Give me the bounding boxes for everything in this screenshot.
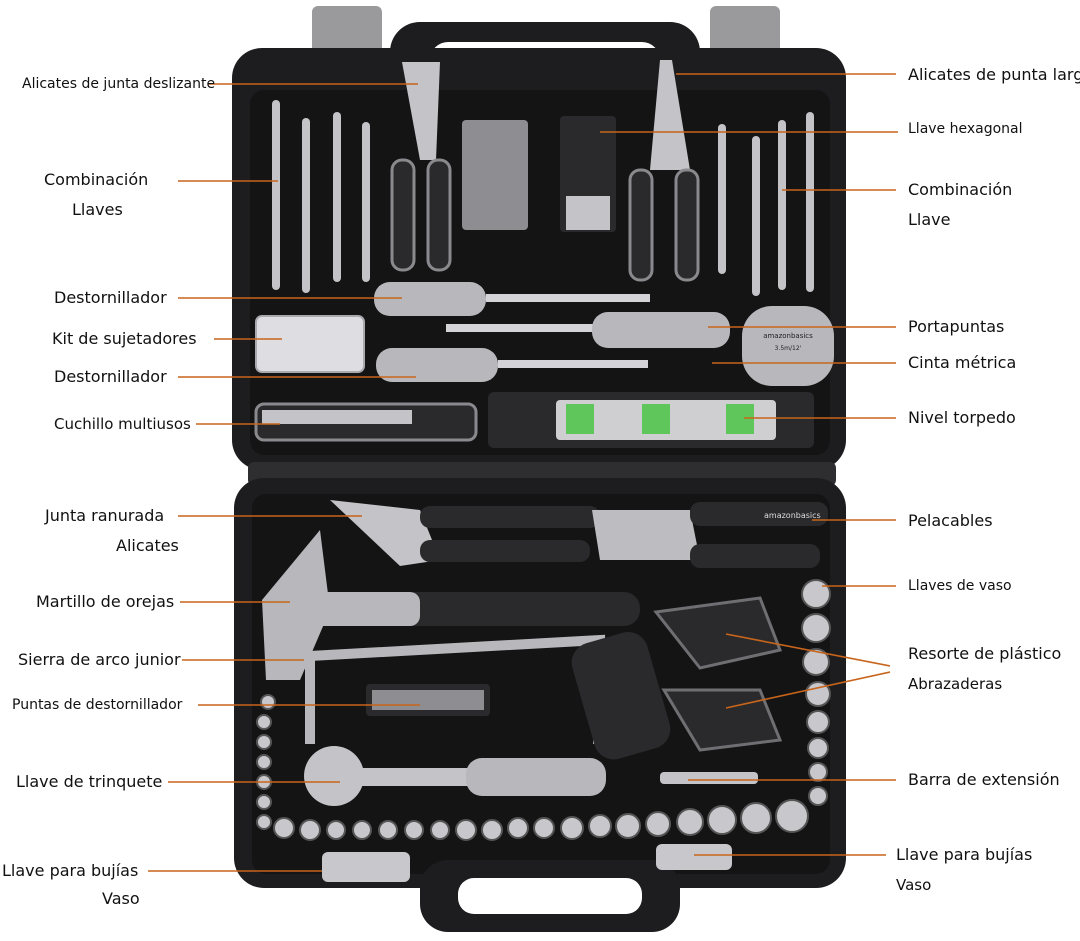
label-hex-key: Llave hexagonal: [908, 121, 1023, 137]
claw-hammer: [262, 530, 640, 680]
extension-bar: [660, 772, 758, 784]
label-spring-clamps-1: Resorte de plástico: [908, 644, 1062, 663]
label-spring-clamps-2: Abrazaderas: [908, 675, 1003, 693]
hacksaw-handle: [571, 632, 671, 760]
stripper-brand-text: amazonbasics: [764, 511, 821, 520]
label-groove-joint-1: Junta ranurada: [45, 506, 165, 525]
combination-wrenches-left: [272, 100, 370, 293]
screwdriver-bottom: [376, 348, 648, 382]
label-wire-stripper: Pelacables: [908, 511, 993, 530]
spark-plug-socket-right: [656, 844, 732, 870]
label-screwdriver-2: Destornillador: [54, 367, 167, 386]
fastener-kit-box: [255, 315, 365, 373]
screwdriver-top: [374, 282, 650, 316]
label-spark-plug-right-1: Llave para bujías: [896, 845, 1033, 864]
label-spark-plug-left-2: Vaso: [102, 889, 140, 908]
label-combination-right-1: Combinación: [908, 180, 1013, 199]
spark-plug-socket-left: [322, 852, 410, 882]
wire-stripper: amazonbasics: [592, 502, 828, 568]
label-combination-right-2: Llave: [908, 210, 951, 229]
bit-holder-screwdriver: [446, 312, 730, 348]
hex-key-set: [462, 116, 616, 232]
combination-wrenches-right: [718, 112, 814, 296]
torpedo-level: [488, 392, 814, 448]
label-ratchet: Llave de trinquete: [16, 772, 163, 791]
ratchet-wrench: [304, 746, 606, 806]
tape-brand-text: amazonbasics: [763, 332, 813, 340]
label-spark-plug-right-2: Vaso: [896, 876, 932, 894]
label-torpedo-level: Nivel torpedo: [908, 408, 1016, 427]
label-fastener-kit: Kit de sujetadores: [52, 329, 197, 348]
label-extension-bar: Barra de extensión: [908, 770, 1060, 789]
tape-size-text: 3.5m/12': [775, 345, 802, 352]
label-needle-nose-pliers: Alicates de punta larga: [908, 65, 1080, 84]
label-screwdriver-bits: Puntas de destornillador: [12, 697, 183, 713]
screwdriver-bits: [366, 684, 490, 716]
label-junior-hacksaw: Sierra de arco junior: [18, 650, 181, 669]
label-sockets: Llaves de vaso: [908, 578, 1012, 594]
utility-knife: [254, 402, 478, 442]
label-claw-hammer: Martillo de orejas: [36, 592, 175, 611]
label-bit-holder: Portapuntas: [908, 317, 1005, 336]
latch-left: [312, 6, 382, 58]
label-screwdriver-1: Destornillador: [54, 288, 167, 307]
label-tape-measure: Cinta métrica: [908, 353, 1017, 372]
label-combination-left-2: Llaves: [72, 200, 123, 219]
label-spark-plug-left-1: Llave para bujías: [2, 861, 139, 880]
label-slip-joint-pliers: Alicates de junta deslizante: [22, 76, 216, 92]
label-utility-knife: Cuchillo multiusos: [54, 415, 191, 433]
latch-right: [710, 6, 780, 58]
label-groove-joint-2: Alicates: [116, 536, 179, 555]
label-combination-left-1: Combinación: [44, 170, 149, 189]
slip-joint-pliers: [390, 62, 452, 272]
tape-measure: amazonbasics 3.5m/12': [742, 306, 834, 386]
needle-nose-pliers: [628, 60, 700, 282]
